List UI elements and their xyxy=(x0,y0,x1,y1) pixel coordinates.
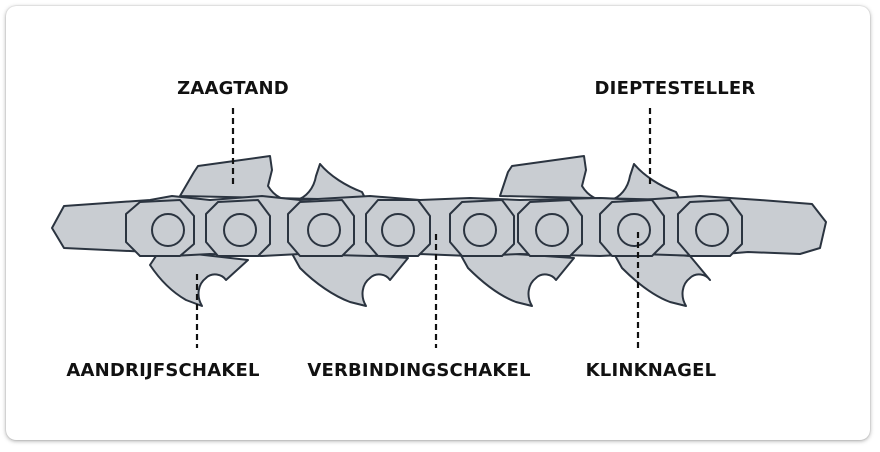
leader-lines xyxy=(195,108,652,348)
label-aandrijfschakel: AANDRIJFSCHAKEL xyxy=(66,360,259,381)
rivets xyxy=(151,213,729,247)
label-klinknagel: KLINKNAGEL xyxy=(586,360,717,381)
cutter-tooth-1 xyxy=(179,155,367,202)
cutter-tooth-2 xyxy=(499,155,681,202)
drive-link-1 xyxy=(149,249,249,307)
rivet-7 xyxy=(617,213,651,247)
label-verbindingschakel: VERBINDINGSCHAKEL xyxy=(307,360,530,381)
cutters xyxy=(179,155,681,202)
drive-link-3 xyxy=(457,249,575,307)
drive-link-2 xyxy=(289,249,409,307)
rivet-1 xyxy=(151,213,185,247)
label-zaagtand: ZAAGTAND xyxy=(177,78,289,99)
drive-link-4 xyxy=(611,249,711,307)
rivet-6 xyxy=(535,213,569,247)
rivet-8 xyxy=(695,213,729,247)
label-dieptesteller: DIEPTESTELLER xyxy=(595,78,756,99)
rivet-3 xyxy=(307,213,341,247)
rivet-5 xyxy=(463,213,497,247)
rivet-2 xyxy=(223,213,257,247)
labels: ZAAGTAND DIEPTESTELLER AANDRIJFSCHAKEL V… xyxy=(66,78,755,381)
rivet-4 xyxy=(381,213,415,247)
drive-links xyxy=(149,249,711,307)
